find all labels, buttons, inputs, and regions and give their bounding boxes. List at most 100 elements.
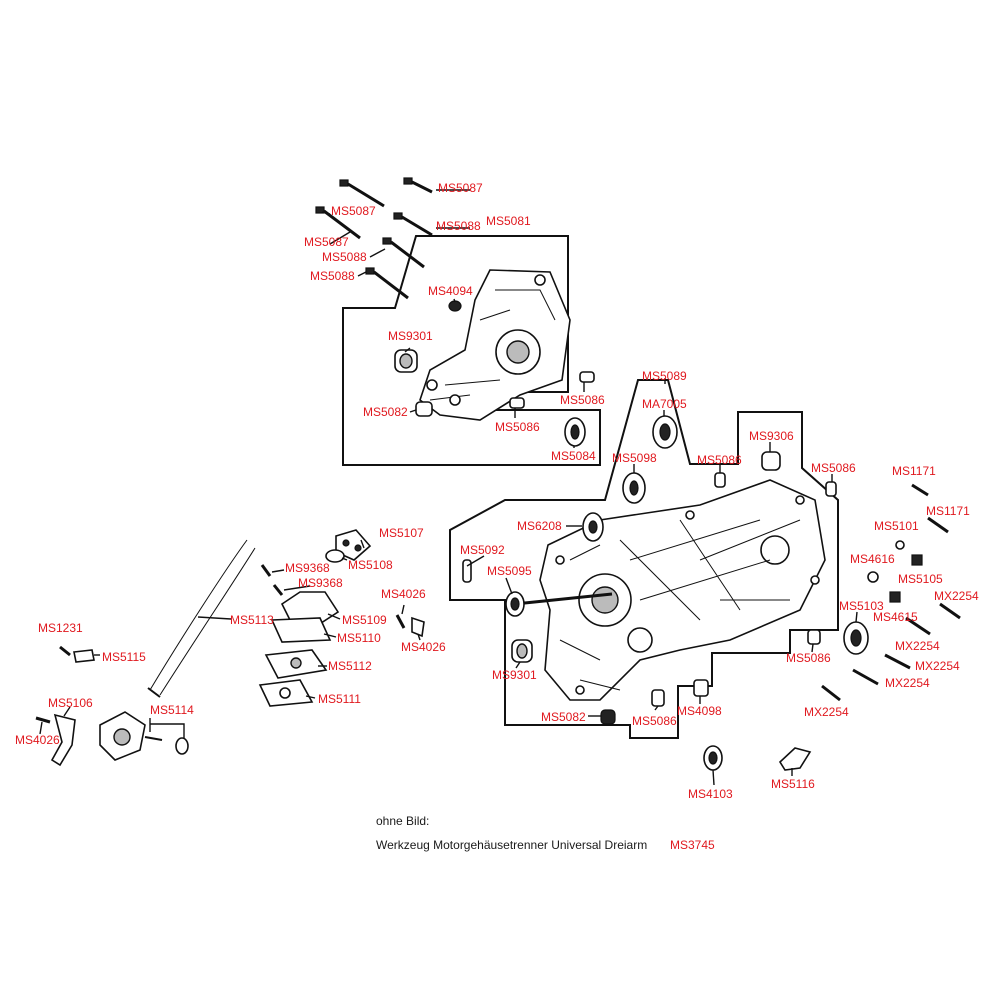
bolt-icon (852, 668, 879, 686)
part-label: MX2254 (934, 589, 979, 603)
bearing-icon (582, 512, 604, 542)
footnote-heading: ohne Bild: (376, 814, 429, 828)
bolt-icon (939, 602, 961, 620)
part-label: MS9368 (285, 561, 330, 575)
seal-icon (448, 300, 462, 312)
gasket-icon (258, 679, 314, 707)
bushing-icon (415, 401, 433, 417)
dowel-pin-icon (807, 629, 821, 645)
part-label: MS4098 (677, 704, 722, 718)
clip-icon (867, 571, 879, 583)
part-label: MS5088 (310, 269, 355, 283)
main-crankcase-group (449, 378, 961, 786)
part-label: MS5115 (102, 650, 146, 664)
part-label: MS5086 (495, 420, 540, 434)
seal-icon (505, 591, 525, 617)
intake-manifold-icon (264, 649, 328, 679)
bushing-icon (600, 709, 616, 725)
bolt-icon (393, 212, 433, 237)
screw-icon (59, 645, 71, 657)
bolt-icon (382, 237, 425, 269)
part-label: MS9306 (749, 429, 794, 443)
footnote: ohne Bild: Werkzeug Motorgehäusetrenner … (376, 814, 715, 852)
part-label: MS5110 (337, 631, 381, 645)
upper-cover-group (315, 177, 601, 466)
part-label: MS5086 (697, 453, 742, 467)
dowel-pin-icon (579, 371, 595, 383)
part-label: MS5109 (342, 613, 387, 627)
bolt-icon (927, 516, 949, 534)
part-label: MS5106 (48, 696, 93, 710)
o-ring-icon (175, 737, 189, 755)
bolt-icon (821, 684, 841, 702)
part-label: MX2254 (885, 676, 930, 690)
part-label: MS5087 (438, 181, 483, 195)
bolt-icon (403, 177, 433, 194)
part-label: MX2254 (915, 659, 960, 673)
part-label: MS1231 (38, 621, 83, 635)
part-label: MS4616 (850, 552, 895, 566)
dowel-pin-icon (462, 559, 472, 583)
part-label: MX2254 (895, 639, 940, 653)
part-label: MS9368 (298, 576, 343, 590)
bracket-icon (73, 649, 95, 663)
part-label: MS5092 (460, 543, 505, 557)
part-label: MS5089 (642, 369, 687, 383)
part-label: MS4026 (381, 587, 426, 601)
bearing-icon (511, 639, 533, 663)
dowel-pin-icon (714, 472, 726, 488)
part-label: MS5101 (874, 519, 919, 533)
bushing-icon (761, 451, 781, 471)
screw-icon (260, 564, 272, 577)
part-label: MS5088 (436, 219, 481, 233)
dowel-pin-icon (825, 481, 837, 497)
bolt-icon (884, 653, 911, 670)
bolt-icon (911, 483, 929, 497)
part-label: MS9301 (388, 329, 433, 343)
part-label: MS5108 (348, 558, 393, 572)
crankcase-half-icon (539, 479, 826, 701)
bearing-icon (652, 415, 678, 449)
bolt-icon (905, 616, 931, 636)
part-label: MS5095 (487, 564, 532, 578)
drive-belt-icon (147, 539, 256, 698)
part-label: MS5082 (541, 710, 586, 724)
part-label: MS4103 (688, 787, 733, 801)
part-label: MS5103 (839, 599, 884, 613)
part-label: MS5105 (898, 572, 943, 586)
dowel-pin-icon (509, 397, 525, 409)
nut-icon (911, 554, 923, 566)
part-label: MS5086 (811, 461, 856, 475)
part-label: MS5086 (560, 393, 605, 407)
part-label: MS5098 (612, 451, 657, 465)
part-label: MA7005 (642, 397, 687, 411)
part-label: MS4026 (15, 733, 60, 747)
nut-icon (889, 591, 901, 603)
bolt-icon (365, 267, 409, 300)
crankcase-cover-icon (419, 269, 571, 421)
part-label: MS5087 (331, 204, 376, 218)
part-label: MS9301 (492, 668, 537, 682)
part-label: MS6208 (517, 519, 562, 533)
bearing-icon (564, 417, 586, 447)
bearing-icon (394, 349, 418, 373)
part-label: MS5081 (486, 214, 531, 228)
part-label: MX2254 (804, 705, 849, 719)
part-label: MS4094 (428, 284, 473, 298)
bolt-icon (339, 179, 385, 208)
screw-icon (395, 614, 406, 629)
part-label: MS5116 (771, 777, 815, 791)
part-label: MS5112 (328, 659, 372, 673)
footnote-item-text: Werkzeug Motorgehäusetrenner Universal D… (376, 838, 647, 852)
bracket-icon (411, 616, 425, 638)
part-label: MS5082 (363, 405, 408, 419)
part-label: MS5086 (786, 651, 831, 665)
part-label: MS5087 (304, 235, 349, 249)
part-labels: MS5087 MS5087 MS5087 MS5088 MS5088 MS508… (15, 181, 979, 801)
left-intake-group (35, 529, 425, 767)
throttle-body-icon (99, 711, 163, 761)
part-label: MS1171 (926, 504, 970, 518)
part-label: MS5088 (322, 250, 367, 264)
part-label: MS4615 (873, 610, 918, 624)
